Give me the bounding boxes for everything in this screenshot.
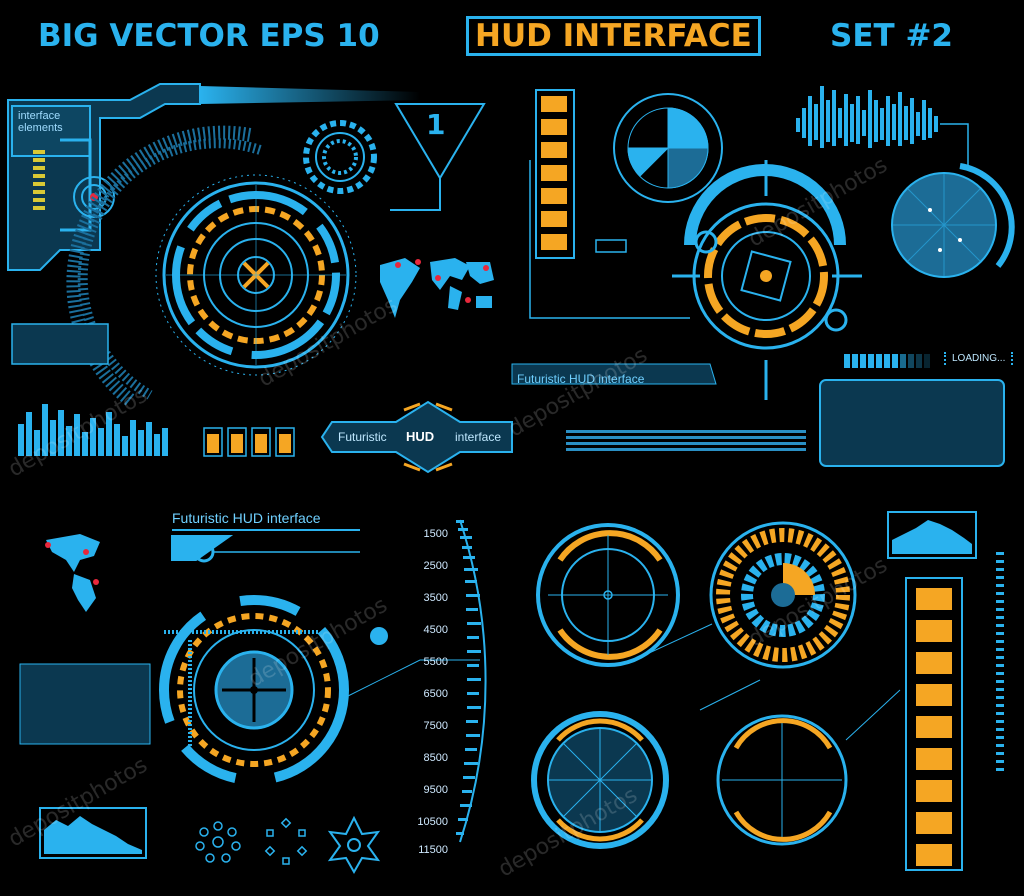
- vertical-scale: [459, 519, 487, 843]
- scale-label: 2500: [423, 560, 448, 572]
- scale-label: 4500: [423, 624, 448, 636]
- badge-label-center: HUD: [406, 429, 435, 444]
- futuristic-label-bottom: Futuristic HUD interface: [172, 510, 321, 526]
- diamond-ring-icon: [264, 817, 308, 865]
- map-markers-top: [395, 259, 489, 303]
- loading-bar: [844, 354, 930, 368]
- info-box-right: [819, 379, 1005, 467]
- map-markers-bottom: [45, 542, 99, 585]
- radar-blips: [928, 208, 962, 252]
- dash-strip-right: [996, 552, 1004, 771]
- label-panel-top: [511, 363, 717, 385]
- title-hud-box: HUD INTERFACE: [466, 16, 761, 56]
- triangle-number: 1: [426, 108, 446, 141]
- connector-line: [940, 123, 969, 170]
- info-box-bottom-left: [19, 663, 151, 745]
- number-strip: [566, 430, 806, 451]
- label-underline-bottom: [171, 529, 360, 561]
- futuristic-label-top: Futuristic HUD interface: [517, 372, 645, 386]
- orange-column-top-cells: [541, 96, 567, 250]
- scale-label: 6500: [423, 688, 448, 700]
- orange-column-bottom-cells: [916, 588, 952, 866]
- small-box: [595, 239, 627, 253]
- scale-label: 1500: [423, 528, 448, 540]
- orange-column-bottom: [905, 577, 963, 871]
- scale-label: 8500: [423, 752, 448, 764]
- info-box-left: [11, 323, 109, 365]
- interface-elements-label: interface elements: [18, 110, 63, 134]
- radar-scope: [891, 163, 1015, 278]
- small-ring: [193, 541, 215, 563]
- title-left: BIG VECTOR EPS 10: [38, 18, 380, 54]
- world-map-top: [380, 258, 494, 318]
- mini-chart-bottom-left: [39, 807, 147, 859]
- gear-icon: [303, 120, 377, 194]
- crosshair-ring-c: [716, 714, 848, 846]
- light-streak: [200, 86, 420, 104]
- badge-label-left: Futuristic: [338, 430, 387, 444]
- scale-label: 10500: [417, 816, 448, 828]
- scale-label: 7500: [423, 720, 448, 732]
- orange-level-blocks: [203, 427, 295, 457]
- scale-label: 5500: [423, 656, 448, 668]
- target-circle-bottom-left: [159, 595, 349, 785]
- title-right: SET #2: [830, 18, 953, 54]
- crosshair-ring-a: [536, 523, 680, 667]
- pie-radar: [613, 93, 723, 203]
- hud-badge: [320, 400, 513, 474]
- interface-elements-panel: [7, 83, 201, 271]
- loading-label: LOADING...: [944, 352, 1014, 365]
- scale-ticks: [456, 520, 481, 835]
- indicator-dot: [370, 627, 388, 645]
- triangle-marker: [390, 103, 486, 211]
- sunburst-ring: [709, 521, 857, 669]
- scale-label: 9500: [423, 784, 448, 796]
- dot-ring-icon: [195, 821, 241, 863]
- target-circle-top-right: [672, 160, 862, 400]
- connector-line-2: [529, 160, 690, 319]
- scale-label: 3500: [423, 592, 448, 604]
- scale-label: 11500: [418, 844, 448, 856]
- orange-column-top: [535, 89, 575, 259]
- badge-label-right: interface: [455, 430, 502, 444]
- mini-chart-bottom-right: [887, 511, 977, 559]
- equalizer-left: [18, 404, 168, 456]
- world-map-bottom: [46, 534, 100, 612]
- dial-ring-b: [531, 711, 669, 849]
- star-icon: [327, 815, 381, 875]
- target-circle-top-left: [155, 174, 357, 376]
- level-bars: [33, 150, 45, 210]
- waveform-top: [796, 86, 938, 148]
